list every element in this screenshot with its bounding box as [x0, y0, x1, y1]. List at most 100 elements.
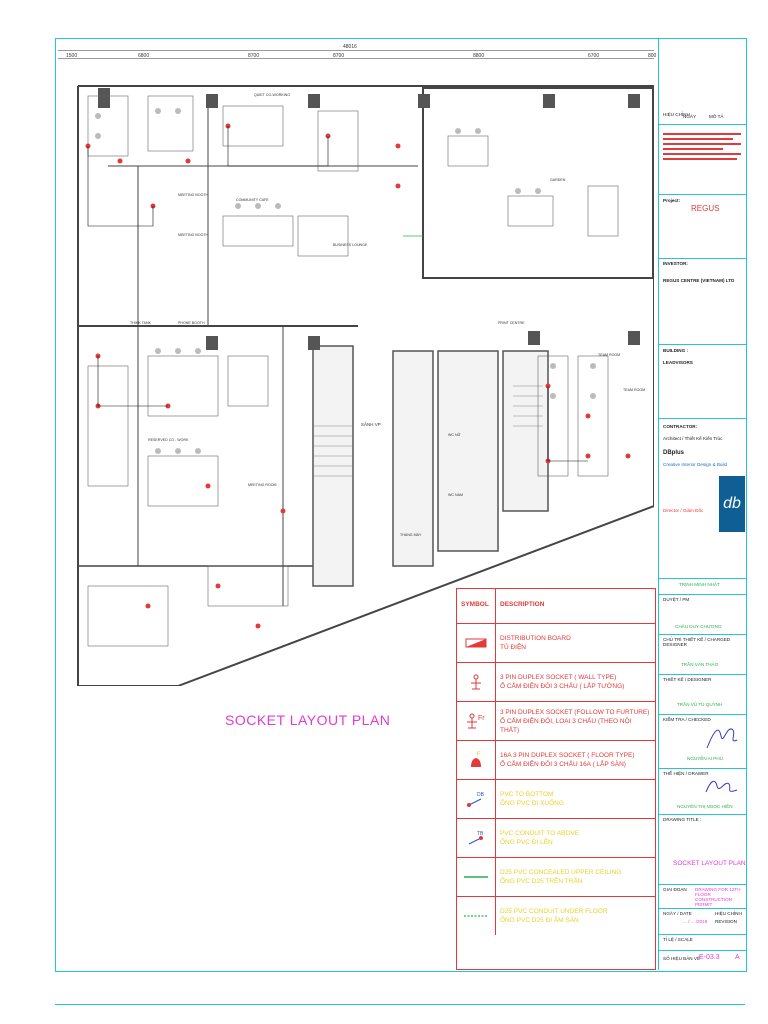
- drawing-title-label: DRAWING TITLE :: [663, 817, 702, 822]
- drawing-sheet-border: [55, 38, 747, 972]
- legend-col-symbol: SYMBOL: [457, 589, 496, 623]
- chair-name: TRẦN VĂN THẢO: [681, 662, 719, 667]
- floor-socket-icon: F: [471, 752, 481, 767]
- label-business-lounge: BUSINESS LOUNGE: [333, 243, 368, 247]
- chair-label: CHỦ TRÌ THIẾT KẾ / CHARGED DESIGNER: [663, 637, 731, 647]
- legend-row: Fr 3 PIN DUPLEX SOCKET (FOLLOW TO FURTUR…: [457, 702, 655, 741]
- label-quiet-coworking: QUIET CO-WORKING: [254, 93, 290, 97]
- legend-en: 3 PIN DUPLEX SOCKET ( WALL TYPE): [500, 674, 617, 681]
- investor-name: REGUS CENTRE (VIETNAM) LTD: [663, 278, 735, 283]
- legend-row: DISTRIBUTION BOARD TỦ ĐIỆN: [457, 624, 655, 663]
- checker-label: KIỂM TRA / CHECKED: [663, 717, 711, 722]
- legend-sym-tb: TB: [477, 831, 484, 837]
- stage-label: GIAI ĐOẠN: [663, 887, 687, 892]
- approver-name: CHÂU DUY CHƯƠNG: [675, 624, 722, 629]
- legend-en: PVC TO BOTTOM: [500, 791, 554, 798]
- dim-seg: 800: [648, 53, 657, 59]
- legend-vi: Ổ CẮM ĐIỆN ĐÔI 3 CHẤU 16A ( LẮP SÀN): [500, 761, 626, 768]
- legend-col-description: DESCRIPTION: [500, 601, 545, 608]
- contractor-tagline: Creative Interior Design & Build: [663, 462, 728, 467]
- legend-sym-f: F: [477, 752, 481, 758]
- date-field-label: NGÀY / DATE: [663, 911, 692, 916]
- legend-en: 3 PIN DUPLEX SOCKET (FOLLOW TO FURTURE): [500, 708, 650, 716]
- label-think-tank: THINK TANK: [130, 321, 152, 325]
- floor-plan: QUIET CO-WORKING MEETING BOOTH MEETING B…: [77, 85, 654, 686]
- legend-sym-db: DB: [477, 792, 485, 798]
- project-name: REGUS: [691, 204, 720, 213]
- drawer-name: NGUYỄN THỊ NGỌC HIỀN: [677, 804, 733, 809]
- dim-seg: 8700: [333, 53, 345, 59]
- legend-en: DISTRIBUTION BOARD: [500, 635, 571, 642]
- investor-label: INVESTOR:: [663, 261, 688, 266]
- director-label: Director / Giám Đốc: [663, 508, 704, 513]
- label-team-room: TEAM ROOM: [598, 353, 620, 357]
- designer-label: THIẾT KẾ / DESIGNER: [663, 677, 712, 682]
- drawing-title: SOCKET LAYOUT PLAN: [673, 860, 746, 867]
- label-garden: GARDEN: [550, 178, 566, 182]
- revision-label: HIỆU CHỈNH: [715, 911, 742, 916]
- notes-block: [663, 130, 741, 163]
- label-team-room: TEAM ROOM: [623, 388, 645, 392]
- legend-row: 3 PIN DUPLEX SOCKET ( WALL TYPE) Ổ CẮM ĐI…: [457, 663, 655, 702]
- dim-seg: 6700: [588, 53, 600, 59]
- title-block: HIỆU CHỈNH NGÀY MÔ TẢ Project: REGUS INV…: [658, 38, 746, 970]
- checker-name: NGUYỄN AI PHÚ: [687, 756, 723, 761]
- label-meeting-booth: MEETING BOOTH: [178, 193, 209, 197]
- sheet-revision: A: [735, 954, 740, 961]
- dim-seg: 6800: [138, 53, 150, 59]
- sheet-number: E-03.3: [699, 954, 720, 961]
- floor-conduit-icon: [464, 915, 488, 917]
- scale-label: TỈ LỆ / SCALE: [663, 937, 693, 942]
- pvc-down-icon: DB: [467, 792, 485, 807]
- ceiling-conduit-icon: [464, 876, 488, 878]
- project-label: Project:: [663, 198, 681, 203]
- furniture-socket-icon: Fr: [467, 713, 485, 729]
- director-name: TRỊNH MINH NHẬT: [679, 582, 720, 587]
- contractor-label: CONTRACTOR:: [663, 424, 698, 429]
- dim-seg: 8700: [248, 53, 260, 59]
- sheet-no-label: SỐ HIỆU BẢN VẼ: [663, 956, 701, 961]
- label-sanh-vp: SẢNH VP: [361, 421, 381, 427]
- legend-vi: TỦ ĐIỆN: [500, 644, 526, 651]
- checker-signature: [706, 728, 738, 749]
- label-meeting-booth: MEETING BOOTH: [178, 233, 209, 237]
- stage-value: DRAWING FOR 12TH FLOOR CONSTRUCTION PERM…: [695, 887, 741, 907]
- wall-socket-icon: [471, 674, 481, 690]
- legend-vi: Ổ CẮM ĐIỆN ĐÔI 3 CHẤU ( LẮP TƯỜNG): [500, 683, 625, 690]
- drawer-signature: [705, 780, 738, 793]
- pvc-up-icon: TB: [468, 831, 484, 845]
- label-phone-booth: PHONE BOOTH: [178, 321, 205, 325]
- label-wc-nu: WC NỮ: [448, 432, 461, 437]
- bottom-rule: [55, 1004, 745, 1005]
- drawer-label: THỂ HIỆN / DRAWER: [663, 771, 709, 776]
- contractor-name: DBplus: [663, 450, 684, 456]
- legend-vi: ỐNG PVC ĐI XUỐNG: [500, 800, 564, 807]
- building-label: BUILDING :: [663, 348, 689, 353]
- designer-name: TRẦN VŨ TÚ QUỲNH: [677, 702, 723, 707]
- dbplus-logo: db: [719, 476, 745, 532]
- legend-vi: ỐNG PVC D25 ĐI ÂM SÀN: [500, 917, 579, 924]
- revision-value: REVISION: [715, 919, 737, 924]
- legend-en: PVC CONDUIT TO ABOVE: [500, 830, 580, 837]
- legend-en: D25 PVC CONCEALED UPPER CEILING: [500, 869, 622, 876]
- approver-label: DUYỆT / PM: [663, 597, 690, 602]
- dimension-bar: 48016 1500 6800 8700 8700 8800 6700 800: [58, 44, 657, 66]
- desc-label: MÔ TẢ: [709, 114, 724, 119]
- legend-vi: ỐNG PVC ĐI LÊN: [500, 839, 553, 846]
- label-community-cafe: COMMUNITY CAFE: [236, 198, 269, 202]
- label-print-centre: PRINT CENTRE: [498, 321, 525, 325]
- label-wc-nam: WC NAM: [448, 493, 463, 497]
- legend-row: F 16A 3 PIN DUPLEX SOCKET ( FLOOR TYPE)Ổ…: [457, 741, 655, 780]
- label-meeting-room: MEETING ROOM: [248, 483, 277, 487]
- label-reserved-cowork: RESERVED CO - WORK: [148, 438, 189, 442]
- legend-row: TB PVC CONDUIT TO ABOVE ỐNG PVC ĐI LÊN: [457, 819, 655, 858]
- distribution-board-icon: [465, 638, 487, 648]
- contractor-sub: Architect / Thiết Kế Kiến Trúc: [663, 436, 723, 441]
- dim-seg: 8800: [473, 53, 485, 59]
- legend-vi: Ổ CẮM ĐIỆN ĐÔI, LOẠI 3 CHẤU (THEO NỘI TH…: [500, 717, 632, 734]
- building-name: LEADVISORS: [663, 360, 693, 365]
- dim-total: 48016: [343, 44, 357, 50]
- legend-row: DB PVC TO BOTTOM ỐNG PVC ĐI XUỐNG: [457, 780, 655, 819]
